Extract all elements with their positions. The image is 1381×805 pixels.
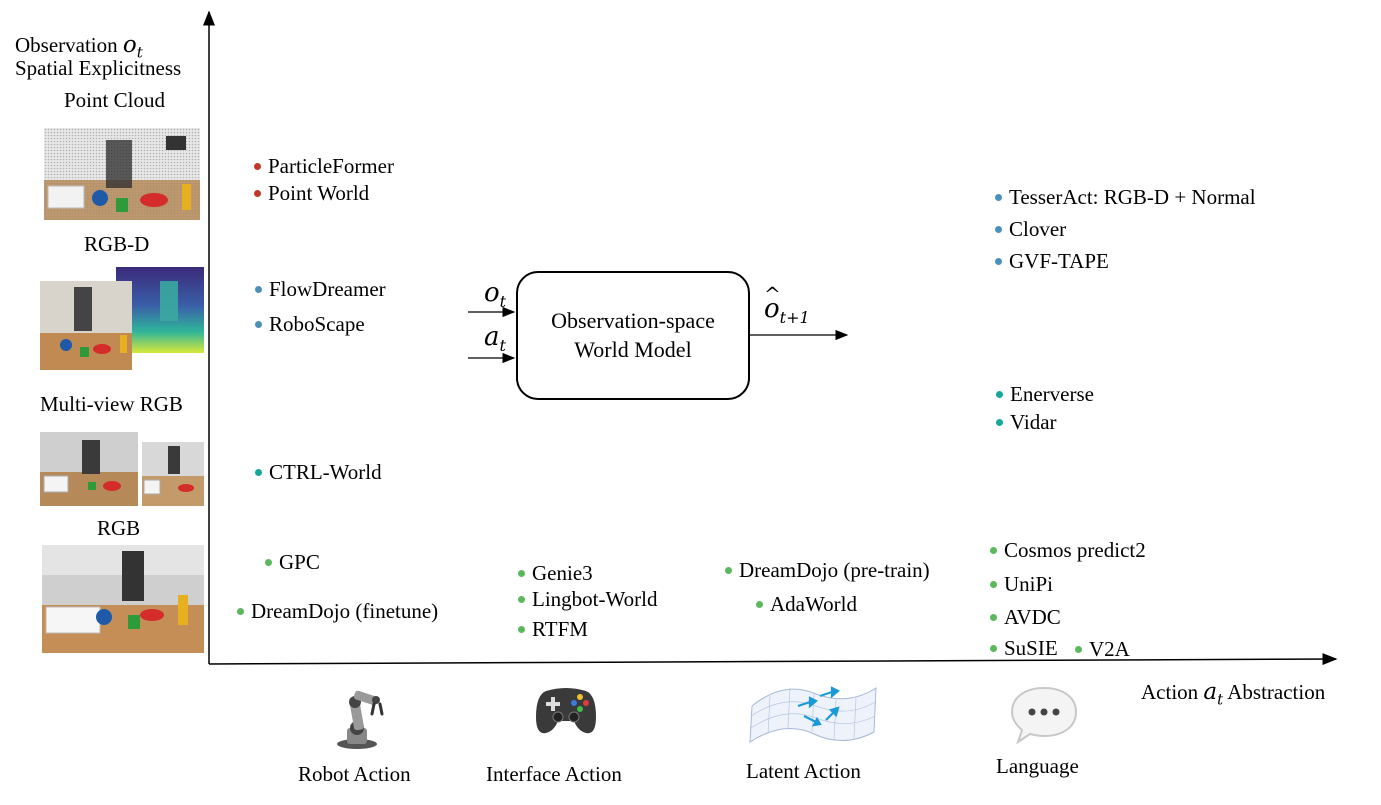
category-dot (995, 258, 1002, 265)
model-lingbot-world: Lingbot-World (518, 589, 657, 610)
category-dot (990, 645, 997, 652)
point-cloud-scene-icon (44, 128, 200, 220)
obs-label-point-cloud: Point Cloud (64, 88, 165, 112)
category-dot (756, 601, 763, 608)
world-model-box-line2: World Model (574, 336, 692, 362)
action-label-robot: Robot Action (298, 762, 411, 786)
latent-mesh-icon (749, 686, 877, 743)
model-unipi: UniPi (990, 574, 1053, 595)
category-dot (990, 614, 997, 621)
model-particleformer: ParticleFormer (254, 156, 394, 177)
model-avdc: AVDC (990, 607, 1061, 628)
y-axis-title: Observation ot (15, 32, 143, 62)
x-axis-line (208, 653, 1338, 666)
category-dot (990, 547, 997, 554)
model-cosmos-predict2: Cosmos predict2 (990, 540, 1146, 561)
world-model-box: Observation-space World Model (516, 271, 750, 400)
category-dot (254, 163, 261, 170)
y-axis-subtitle: Spatial Explicitness (15, 56, 182, 80)
category-dot (996, 419, 1003, 426)
rgbd-image (40, 267, 204, 370)
category-dot (995, 226, 1002, 233)
category-dot (990, 581, 997, 588)
model-flowdreamer: FlowDreamer (255, 279, 386, 300)
model-gpc: GPC (265, 552, 320, 573)
category-dot (255, 469, 262, 476)
obs-label-multiview: Multi-view RGB (40, 392, 183, 416)
model-rtfm: RTFM (518, 619, 588, 640)
category-dot (518, 570, 525, 577)
input-label-action: at (484, 322, 506, 356)
model-tesseract: TesserAct: RGB-D + Normal (995, 187, 1256, 208)
obs-label-rgb: RGB (97, 516, 141, 540)
model-susie: SuSIE (990, 638, 1058, 659)
multiview-image (40, 432, 204, 510)
rgb-scene-icon (42, 545, 204, 653)
model-ctrl-world: CTRL-World (255, 462, 382, 483)
input-label-observation: ot (484, 278, 507, 312)
category-dot (996, 391, 1003, 398)
model-gvf-tape: GVF-TAPE (995, 251, 1109, 272)
category-dot (255, 286, 262, 293)
model-adaworld: AdaWorld (756, 594, 857, 615)
action-label-interface: Interface Action (486, 762, 622, 786)
model-enerverse: Enerverse (996, 384, 1094, 405)
robot-arm-icon (337, 690, 384, 749)
model-v2a: V2A (1075, 639, 1130, 660)
model-dreamdojo-finetune: DreamDojo (finetune) (237, 601, 438, 622)
model-genie3: Genie3 (518, 563, 593, 584)
category-dot (725, 567, 732, 574)
point-cloud-image (44, 128, 200, 220)
model-dreamdojo-pretrain: DreamDojo (pre-train) (725, 560, 930, 581)
x-axis-title: Action at Abstraction (1141, 679, 1326, 709)
action-label-latent: Latent Action (746, 759, 861, 783)
gamepad-icon (536, 688, 596, 734)
world-model-box-line1: Observation-space (551, 307, 715, 333)
model-roboscape: RoboScape (255, 314, 365, 335)
category-dot (255, 321, 262, 328)
category-dot (265, 559, 272, 566)
category-dot (995, 194, 1002, 201)
category-dot (1075, 646, 1082, 653)
obs-label-rgbd: RGB-D (84, 232, 150, 256)
action-label-language: Language (996, 754, 1079, 778)
rgbd-scene-icon (40, 267, 204, 370)
category-dot (254, 190, 261, 197)
category-dot (518, 596, 525, 603)
output-label-prediction: ^ o t+1 (764, 282, 810, 328)
model-clover: Clover (995, 219, 1066, 240)
model-point-world: Point World (254, 183, 369, 204)
multiview-scene-icon (40, 432, 204, 506)
rgb-image (42, 545, 204, 653)
speech-bubble-icon (1010, 686, 1078, 745)
category-dot (518, 626, 525, 633)
model-vidar: Vidar (996, 412, 1057, 433)
category-dot (237, 608, 244, 615)
